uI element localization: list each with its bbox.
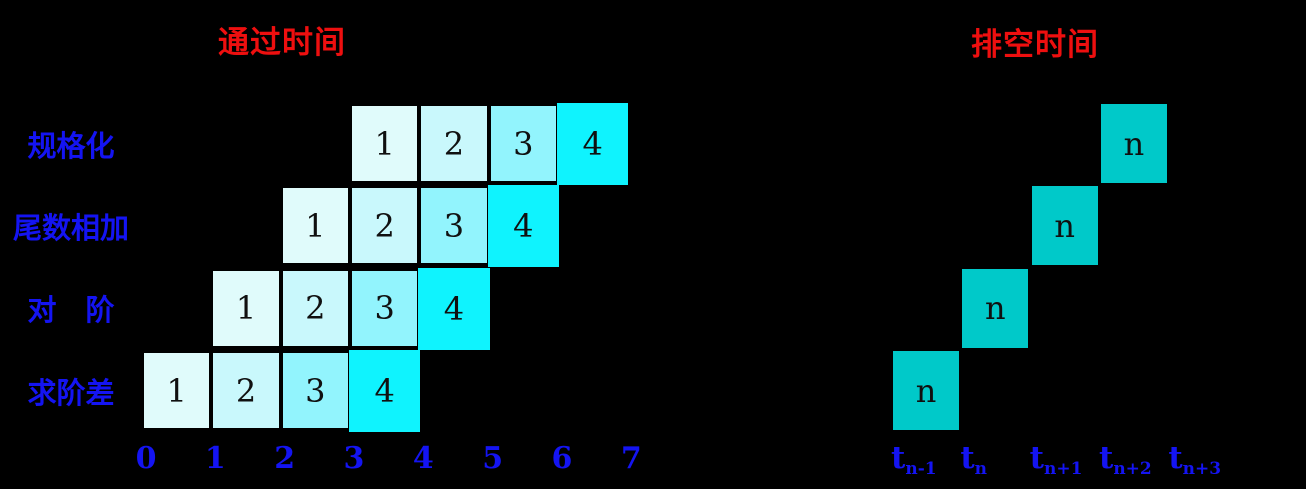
drain-cell: n — [1100, 104, 1167, 183]
stage-cell-task3: 3 — [488, 104, 558, 183]
stage-cell-task1: 1 — [280, 186, 350, 266]
x-axis-tick: 7 — [620, 441, 642, 476]
x-axis-tick: 5 — [482, 441, 504, 476]
stage-cell-task4: 4 — [487, 185, 559, 268]
time-tick-subscript: n+3 — [1182, 459, 1222, 479]
stage-cell-task4: 4 — [348, 350, 421, 433]
time-tick-subscript: n-1 — [905, 459, 937, 479]
stage-cell-task2: 2 — [419, 104, 489, 183]
drain-cell: n — [893, 351, 959, 431]
stage-label: 规格化 — [27, 130, 115, 163]
right-chart-title: 排空时间 — [971, 27, 1099, 62]
x-axis-tick: 2 — [274, 441, 296, 476]
x-axis-tick: 1 — [204, 441, 226, 476]
left-chart-title: 通过时间 — [218, 25, 346, 60]
stage-label: 对 阶 — [27, 295, 115, 328]
stage-label: 求阶差 — [27, 377, 115, 410]
stage-cell-task2: 2 — [211, 351, 281, 431]
stage-cell-task1: 1 — [142, 351, 212, 431]
time-tick-base: t — [1098, 440, 1114, 476]
time-tick-label: tn+1 — [1030, 443, 1083, 478]
time-tick-subscript: n — [974, 459, 988, 479]
stage-cell-task4: 4 — [556, 103, 629, 185]
x-axis-tick: 4 — [412, 441, 434, 476]
time-tick-label: tn+3 — [1168, 443, 1221, 478]
drain-cell: n — [1031, 186, 1098, 266]
stage-cell-task1: 1 — [211, 268, 281, 348]
stage-cell-task2: 2 — [280, 268, 350, 348]
drain-cell: n — [962, 268, 1029, 348]
time-tick-base: t — [891, 440, 906, 476]
time-tick-subscript: n+2 — [1113, 459, 1152, 479]
x-axis-tick: 6 — [551, 441, 573, 476]
stage-cell-task4: 4 — [418, 267, 490, 350]
stage-cell-task2: 2 — [349, 186, 420, 266]
stage-cell-task3: 3 — [419, 186, 489, 266]
stage-cell-task1: 1 — [349, 104, 420, 183]
stage-cell-task3: 3 — [349, 268, 420, 348]
stage-cell-task3: 3 — [280, 351, 350, 431]
time-tick-base: t — [1029, 440, 1044, 476]
time-tick-base: t — [1168, 440, 1183, 476]
time-tick-label: tn+2 — [1099, 443, 1152, 478]
time-tick-label: tn-1 — [891, 443, 937, 478]
stage-label: 尾数相加 — [12, 212, 129, 245]
x-axis-tick: 0 — [135, 441, 157, 476]
time-tick-label: tn — [960, 443, 987, 478]
time-tick-base: t — [960, 440, 975, 476]
time-tick-subscript: n+1 — [1043, 459, 1083, 479]
x-axis-tick: 3 — [343, 441, 365, 476]
